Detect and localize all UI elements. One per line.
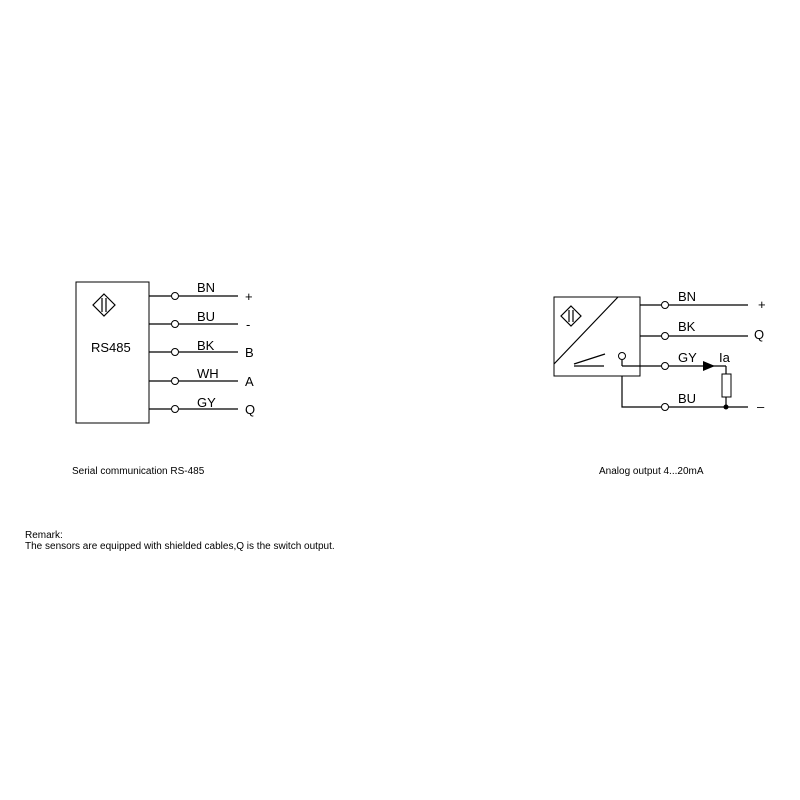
analog-wire-bn: BN + — [640, 289, 766, 312]
rs485-sensor-box — [75, 281, 150, 424]
analog-wire-signal-q: Q — [754, 327, 764, 342]
rs485-sensor-icon — [92, 293, 116, 317]
analog-wire-color-bk: BK — [678, 319, 696, 334]
rs485-wire-signal-minus: - — [246, 317, 250, 332]
analog-caption: Analog output 4...20mA — [599, 466, 704, 477]
rs485-terminal-bk — [171, 348, 179, 356]
analog-wire-bk: BK Q — [640, 319, 764, 342]
rs485-wire-gy: GY Q — [149, 395, 255, 417]
load-resistor — [721, 373, 732, 398]
analog-terminal-bn — [661, 301, 669, 309]
rs485-wire-color-wh: WH — [197, 366, 219, 381]
rs485-diagram: RS485 BN + BU - BK B — [75, 280, 255, 424]
analog-box-diagonal — [553, 296, 619, 365]
analog-terminal-gy — [661, 362, 669, 370]
analog-diagram: BN + BK Q GY Ia BU — [553, 289, 766, 414]
analog-terminal-bk — [661, 332, 669, 340]
analog-wire-bu: BU – — [621, 376, 765, 414]
rs485-wire-color-bu: BU — [197, 309, 215, 324]
remark-title: Remark: — [25, 530, 63, 541]
rs485-terminal-wh — [171, 377, 179, 385]
rs485-wire-wh: WH A — [149, 366, 254, 389]
rs485-wire-signal-a: A — [245, 374, 254, 389]
rs485-wire-bu: BU - — [149, 309, 250, 332]
analog-wire-color-gy: GY — [678, 350, 697, 365]
current-arrow-icon — [703, 361, 715, 371]
rs485-wire-bk: BK B — [149, 338, 254, 360]
analog-wire-gy: GY Ia — [622, 350, 732, 407]
analog-wire-color-bn: BN — [678, 289, 696, 304]
analog-wire-color-bu: BU — [678, 391, 696, 406]
rs485-wire-color-gy: GY — [197, 395, 216, 410]
remark-section: Remark: The sensors are equipped with sh… — [25, 530, 335, 552]
rs485-box-label: RS485 — [91, 340, 131, 355]
analog-switch-symbol — [573, 352, 626, 367]
rs485-wire-signal-b: B — [245, 345, 254, 360]
analog-wire-signal-plus: + — [758, 297, 766, 312]
rs485-wire-signal-plus: + — [245, 289, 253, 304]
rs485-wire-signal-q: Q — [245, 402, 255, 417]
analog-sensor-icon — [560, 305, 582, 327]
rs485-wire-bn: BN + — [149, 280, 253, 304]
analog-current-label: Ia — [719, 350, 731, 365]
rs485-wire-color-bn: BN — [197, 280, 215, 295]
analog-wire-signal-minus: – — [757, 399, 765, 414]
rs485-wire-color-bk: BK — [197, 338, 215, 353]
remark-text: The sensors are equipped with shielded c… — [25, 541, 335, 552]
rs485-caption: Serial communication RS-485 — [72, 466, 205, 477]
rs485-terminal-bu — [171, 320, 179, 328]
analog-terminal-bu — [661, 403, 669, 411]
rs485-terminal-gy — [171, 405, 179, 413]
rs485-terminal-bn — [171, 292, 179, 300]
analog-sensor-box — [553, 296, 641, 377]
junction-dot — [723, 404, 729, 410]
